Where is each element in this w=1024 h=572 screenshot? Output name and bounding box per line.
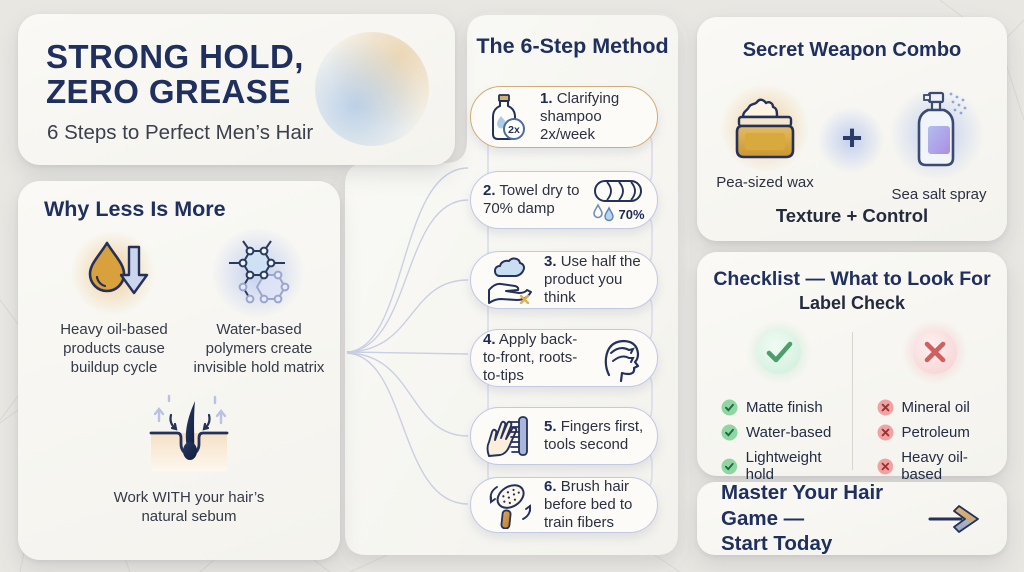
main-subtitle: 6 Steps to Perfect Men’s Hair [47,121,314,144]
x-badge-icon [877,424,893,441]
x-badge-icon [876,458,893,474]
foam-hand-icon [483,256,535,304]
main-title: STRONG HOLD, ZERO GREASE [46,38,304,110]
step-6-pill: 6. Brush hair before bed to train fibers [470,477,658,533]
shampoo-bottle-icon: 2x [483,92,531,142]
x-badge-icon [877,399,893,416]
cta-card[interactable]: Master Your Hair Game — Start Today [697,481,1007,556]
oil-drop-icon [69,231,157,315]
why-caption-polymer: Water-based polymers create invisible ho… [193,321,325,377]
polymer-matrix-icon [210,229,306,317]
why-item-oil: Heavy oil-based products cause buildup c… [38,231,190,378]
checklist-subheading: Label Check [798,293,906,313]
hair-brush-icon [483,481,535,529]
step-5-pill: 5. Fingers first, tools second [470,407,658,465]
hand-comb-icon [483,412,535,460]
combo-item-wax: Pea-sized wax [706,85,824,191]
comb-icon [307,24,437,154]
x-circle-icon [901,319,968,385]
why-item-sebum: Work WITH your hair’s natural sebum [94,389,284,526]
head-profile-icon [599,333,645,383]
plus-icon: + [841,117,863,158]
water-drops-icon [593,203,615,222]
combo-item-spray: Sea salt spray [880,89,998,203]
checklist-heading: Checklist — What to Look For [713,268,991,290]
why-item-polymer: Water-based polymers create invisible ho… [184,229,334,378]
avoid-item: Mineral oil [877,399,970,416]
why-heading: Why Less Is More [44,197,226,221]
hair-follicle-icon [143,389,235,482]
check-badge-icon [721,399,738,416]
shampoo-2x-badge: 2x [508,124,520,136]
do-item: Lightweight hold [721,449,852,483]
spray-label: Sea salt spray [891,186,987,203]
step-3-text: 3. Use half the product you think [544,252,641,307]
fan-connector-lines [346,167,469,505]
check-badge-icon [721,424,738,441]
step-2-text: 2. Towel dry to 70% damp [483,181,580,217]
title-card: STRONG HOLD, ZERO GREASE 6 Steps to Perf… [18,14,455,165]
wax-label: Pea-sized wax [716,174,814,191]
step-1-text: 1. Clarifying shampoo 2x/week [540,89,620,144]
avoid-item: Heavy oil-based [876,449,1008,483]
spray-bottle-icon [889,89,985,182]
do-item: Water-based [721,424,831,441]
checklist-divider [851,332,853,470]
arrow-right-icon[interactable] [927,502,983,536]
check-circle-icon [746,319,813,385]
towel-icon: 70% [591,178,645,222]
why-less-card: Why Less Is More Heavy oil-based product… [18,181,340,560]
checklist-do-column: Matte finish Water-based Lightweight hol… [697,319,852,483]
step-4-pill: 4. Apply back-to-front, roots-to-tips [470,329,658,387]
step-4-text: 4. Apply back-to-front, roots-to-tips [483,330,578,385]
wax-jar-icon [717,85,813,171]
step-3-pill: 3. Use half the product you think [470,251,658,309]
checklist-card: Checklist — What to Look For Label Check [697,252,1007,483]
check-badge-icon [721,458,738,474]
why-caption-sebum: Work WITH your hair’s natural sebum [113,489,265,526]
avoid-item: Petroleum [877,424,970,441]
step-1-pill: 2x 1. Clarifying shampoo 2x/week [470,86,658,148]
why-caption-oil: Heavy oil-based products cause buildup c… [60,321,168,377]
step-2-pill: 2. Towel dry to 70% damp 70% [470,171,658,229]
combo-plus: + [818,107,884,173]
cta-text: Master Your Hair Game — Start Today [721,481,884,556]
step-6-text: 6. Brush hair before bed to train fibers [544,477,633,532]
step-5-text: 5. Fingers first, tools second [544,417,644,453]
do-item: Matte finish [721,399,823,416]
method-heading: The 6-Step Method [476,34,669,58]
combo-card: Secret Weapon Combo Pea-sized wax [697,17,1007,241]
towel-70pct-label: 70% [618,207,645,222]
combo-heading: Secret Weapon Combo [742,39,962,61]
checklist-avoid-column: Mineral oil Petroleum Heavy oil-based [853,319,1008,483]
combo-footer: Texture + Control [775,205,929,226]
